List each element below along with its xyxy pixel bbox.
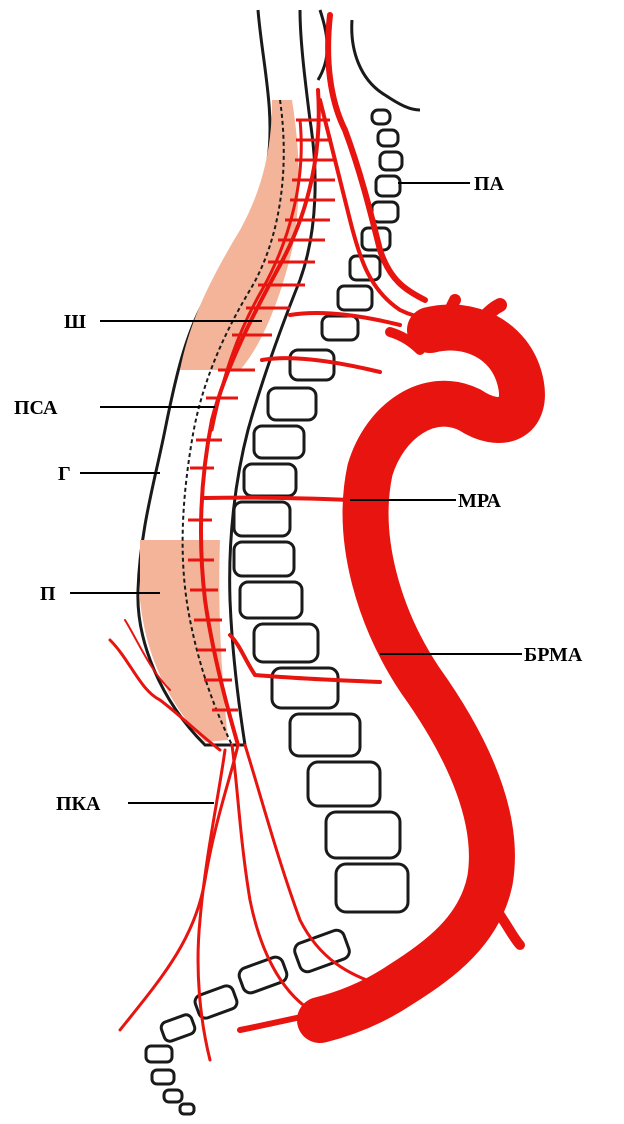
vertebra: [234, 502, 290, 536]
vertebra: [290, 350, 334, 380]
label-g: Г: [58, 463, 71, 485]
vertebra: [326, 812, 400, 858]
lumbar-enlargement: [140, 540, 228, 742]
vertebra: [146, 1046, 172, 1062]
vertebra: [240, 582, 302, 618]
vertebra: [160, 1013, 197, 1043]
vertebra: [234, 542, 294, 576]
aorta: [320, 327, 522, 1020]
vertebra: [372, 202, 398, 222]
label-p: П: [40, 583, 56, 605]
vertebra: [338, 286, 372, 310]
vertebra: [378, 130, 398, 146]
label-sh: Ш: [64, 311, 86, 333]
vertebra: [380, 152, 402, 170]
label-brma: БРМА: [524, 644, 583, 666]
vertebra: [180, 1104, 194, 1114]
label-pa: ПА: [474, 173, 505, 195]
vertebra: [254, 426, 304, 458]
label-psa: ПСА: [14, 397, 58, 419]
vertebra: [164, 1090, 182, 1102]
occipital-outline: [352, 20, 420, 110]
vertebra: [322, 316, 358, 340]
vertebra: [268, 388, 316, 420]
vertebra: [372, 110, 390, 124]
iliac-artery: [500, 915, 520, 945]
vertebra: [272, 668, 338, 708]
label-pka: ПКА: [56, 793, 101, 815]
vertebra: [336, 864, 408, 912]
vertebra: [237, 955, 289, 995]
great-radicular-artery-mra: [205, 498, 350, 500]
label-mra: МРА: [458, 490, 502, 512]
vertebra: [152, 1070, 174, 1084]
vertebra: [290, 714, 360, 756]
vertebra: [254, 624, 318, 662]
vertebra: [308, 762, 380, 806]
vertebra: [244, 464, 296, 496]
vertebra: [376, 176, 400, 196]
